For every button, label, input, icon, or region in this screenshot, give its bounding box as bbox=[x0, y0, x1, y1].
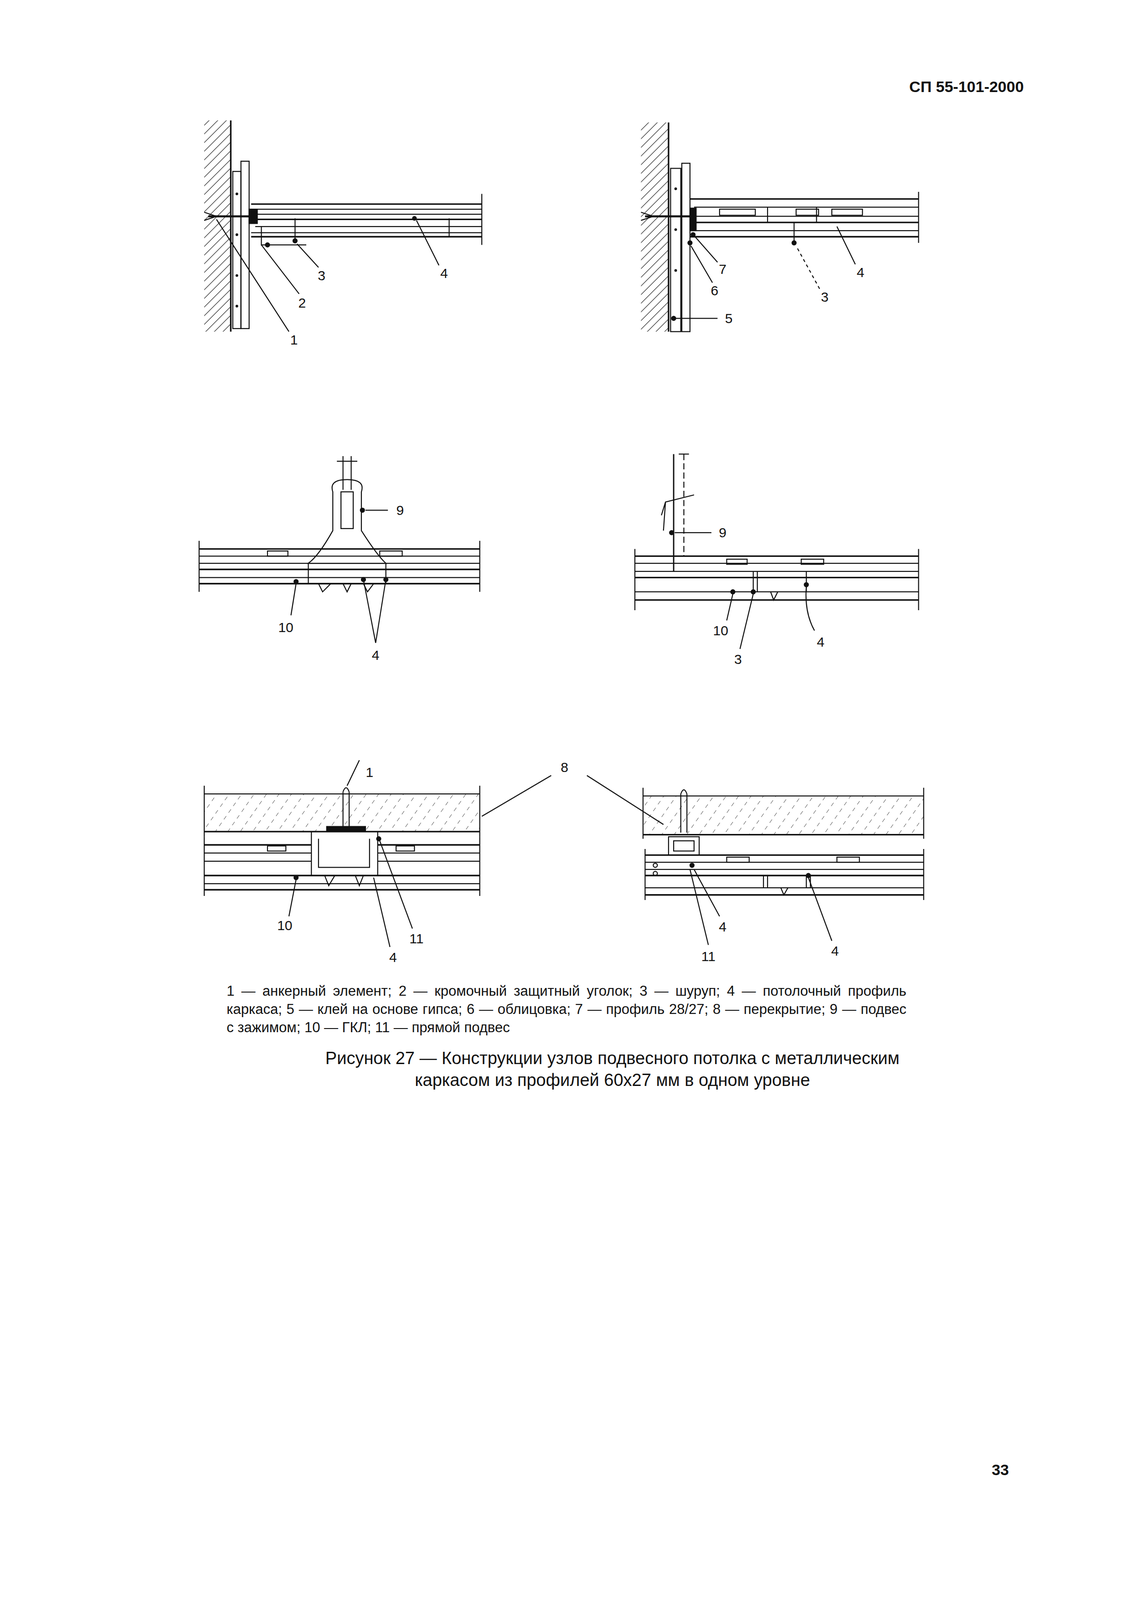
running-header: СП 55-101-2000 bbox=[909, 77, 1024, 96]
callout-number: 1 bbox=[288, 333, 300, 347]
callout-number: 4 bbox=[438, 266, 450, 281]
callout-number: 10 bbox=[275, 918, 294, 933]
hanger-node-2 bbox=[634, 453, 919, 649]
callout-number: 5 bbox=[723, 311, 735, 326]
direct-hanger-node-2 bbox=[587, 775, 924, 946]
callout-number: 11 bbox=[699, 949, 718, 964]
callout-number: 11 bbox=[407, 932, 426, 946]
callout-number: 9 bbox=[716, 525, 729, 540]
figure-caption: Рисунок 27 — Конструкции узлов подвесног… bbox=[295, 1047, 929, 1092]
callout-number: 4 bbox=[829, 944, 841, 958]
hanger-node-1 bbox=[199, 456, 480, 644]
page-number: 33 bbox=[991, 1461, 1010, 1479]
callout-number: 7 bbox=[716, 262, 729, 277]
callout-number: 4 bbox=[716, 920, 729, 934]
callout-number: 8 bbox=[558, 760, 571, 775]
callout-number: 4 bbox=[854, 265, 867, 280]
callout-number: 2 bbox=[296, 296, 309, 310]
callout-number: 3 bbox=[315, 268, 328, 283]
callout-number: 3 bbox=[818, 290, 831, 304]
callout-number: 6 bbox=[708, 283, 721, 298]
wall-node-1 bbox=[204, 120, 482, 332]
wall-node-2 bbox=[640, 122, 919, 332]
callout-number: 4 bbox=[370, 648, 382, 663]
legend-key-text: 1 — анкерный элемент; 2 — кромочный защи… bbox=[226, 982, 907, 1038]
callout-number: 1 bbox=[363, 765, 376, 780]
callout-number: 10 bbox=[276, 620, 295, 635]
callout-number: 4 bbox=[387, 950, 399, 965]
callout-number: 3 bbox=[732, 652, 744, 667]
callout-number: 9 bbox=[394, 503, 407, 518]
callout-number: 10 bbox=[710, 623, 730, 638]
direct-hanger-node-1 bbox=[204, 760, 552, 948]
callout-number: 4 bbox=[814, 635, 827, 649]
